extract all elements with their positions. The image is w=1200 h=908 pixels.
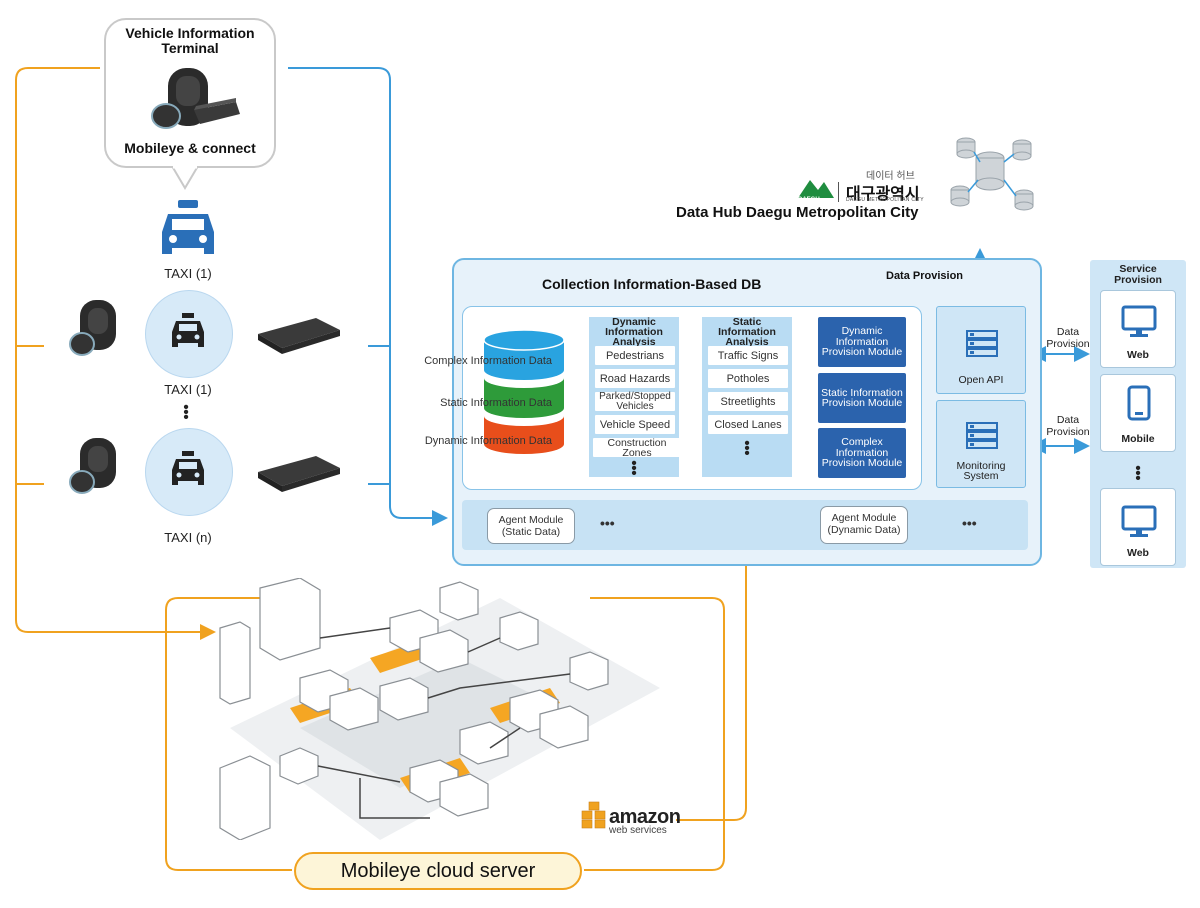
analysis-item: Traffic Signs (708, 346, 788, 365)
open-api-box: Open API (936, 306, 1026, 394)
analysis-item: Construction Zones (593, 437, 681, 458)
daegu-logo-icon (798, 180, 834, 198)
analysis-item: Parked/Stopped Vehicles (595, 391, 675, 411)
daegu-logo-text: DAEGU (798, 197, 820, 203)
callout-pointer (170, 166, 200, 190)
daegu-korean-name: 대구광역시 (846, 186, 920, 203)
vertical-ellipsis: ••• (183, 399, 189, 426)
terminal-subtitle: Mobileye & connect (124, 140, 256, 156)
vertical-ellipsis: ••• (631, 455, 637, 482)
data-provision-label: Data Provision (886, 270, 964, 282)
static-analysis-column: Static Information Analysis Traffic Sign… (702, 317, 792, 477)
dynamic-provision-module: Dynamic Information Provision Module (818, 317, 906, 367)
taxi-icon (172, 313, 204, 347)
service-provision-title: Service Provision (1114, 263, 1162, 286)
agent-module-dynamic: Agent Module (Dynamic Data) (820, 506, 908, 544)
mobileye-device-icon (151, 68, 240, 129)
agent-module-static: Agent Module (Static Data) (487, 508, 575, 544)
service-label: Web (1127, 349, 1149, 361)
dynamic-data-label: Dynamic Information Data (424, 435, 552, 447)
monitoring-system-label: Monitoring System (956, 460, 1006, 482)
horizontal-ellipsis: ••• (962, 515, 977, 531)
mobileye-camera-icon (69, 300, 116, 356)
service-label: Web (1127, 547, 1149, 559)
vertical-ellipsis: ••• (1135, 460, 1141, 487)
vertical-ellipsis: ••• (744, 435, 750, 462)
service-card-web: Web (1100, 290, 1176, 368)
service-label: Mobile (1121, 433, 1155, 445)
horizontal-ellipsis: ••• (600, 515, 615, 531)
server-icon (966, 422, 998, 449)
service-card-web: Web (1100, 488, 1176, 566)
analysis-item: Pedestrians (595, 346, 675, 365)
data-provision-label: Data Provision (1046, 326, 1090, 350)
data-hub-korean-label: 데이터 허브 (866, 171, 915, 182)
dynamic-analysis-title: Dynamic Information Analysis (605, 316, 663, 348)
analysis-item: Closed Lanes (708, 415, 788, 434)
amazon-web-services-label: web services (609, 825, 667, 836)
data-provision-label: Data Provision (1046, 414, 1090, 438)
taxi-label-1: TAXI (1) (164, 382, 212, 397)
taxi-label-top: TAXI (1) (164, 266, 212, 281)
vehicle-terminal-callout: Vehicle Information Terminal Mobileye & … (104, 18, 276, 168)
connect-box-icon (258, 318, 340, 354)
complex-data-label: Complex Information Data (424, 355, 552, 367)
analysis-item: Road Hazards (595, 369, 675, 388)
data-hub-title: Data Hub Daegu Metropolitan City (676, 204, 919, 221)
open-api-label: Open API (958, 374, 1004, 386)
terminal-title: Vehicle Information Terminal (125, 25, 255, 56)
complex-provision-module: Complex Information Provision Module (818, 428, 906, 478)
database-servers-icon (950, 137, 1034, 211)
server-icon (966, 330, 998, 357)
monitoring-system-box: Monitoring System (936, 400, 1026, 488)
mobileye-cloud-server-label: Mobileye cloud server (294, 852, 582, 890)
logo-divider (838, 182, 839, 202)
collection-db-title: Collection Information-Based DB (542, 276, 762, 292)
mobileye-camera-icon (69, 438, 116, 494)
aws-logo-icon (581, 801, 606, 829)
service-card-mobile: Mobile (1100, 374, 1176, 452)
static-data-label: Static Information Data (440, 397, 552, 409)
analysis-item: Potholes (708, 369, 788, 388)
analysis-item: Streetlights (708, 392, 788, 411)
service-provision-panel: Service Provision Web Mobile ••• Web (1090, 260, 1186, 568)
taxi-icon (172, 451, 204, 485)
mobile-icon (1127, 385, 1151, 421)
taxi-label-n: TAXI (n) (164, 530, 212, 545)
monitor-icon (1121, 505, 1157, 537)
daegu-english-small: DAEGU METROPOLITAN CITY (846, 197, 924, 203)
taxi-circle (145, 428, 233, 516)
dynamic-analysis-column: Dynamic Information Analysis Pedestrians… (589, 316, 681, 482)
database-stack-icon (483, 329, 565, 454)
amazon-wordmark: amazon (609, 806, 681, 828)
aws-architecture-illustration (219, 578, 660, 840)
analysis-item: Vehicle Speed (595, 415, 675, 434)
static-provision-module: Static Information Provision Module (818, 373, 906, 423)
monitor-icon (1121, 305, 1157, 337)
static-analysis-title: Static Information Analysis (718, 316, 776, 348)
taxi-icon (162, 200, 214, 254)
connect-box-icon (258, 456, 340, 492)
